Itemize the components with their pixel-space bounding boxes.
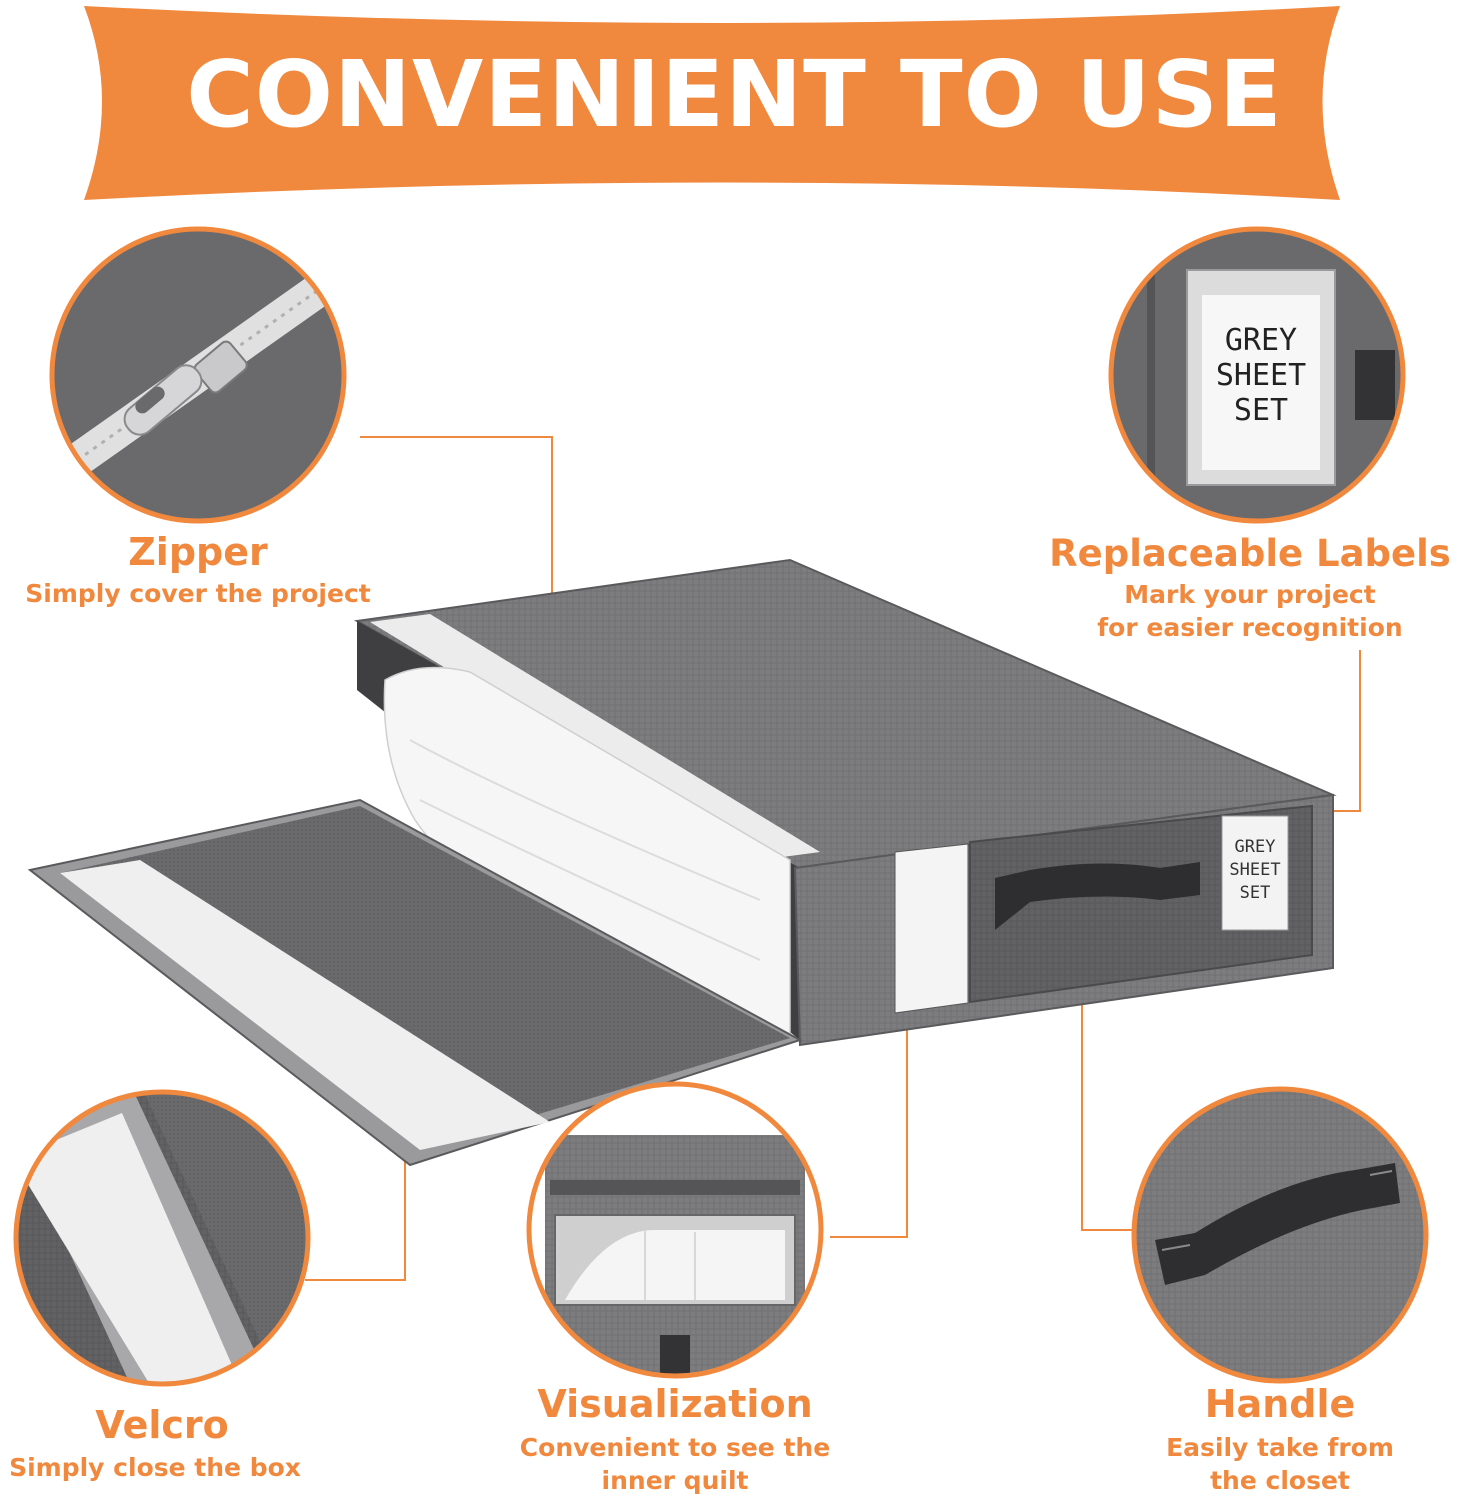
zipper-pull-icon	[123, 340, 248, 436]
handle-subtitle-line2: the closet	[1210, 1466, 1350, 1495]
visualization-subtitle-line2: inner quilt	[601, 1466, 749, 1495]
label-card-text-3: SET	[1234, 393, 1288, 428]
label-card-text-small-2: SHEET	[1229, 860, 1280, 880]
label-card-text-small-1: GREY	[1235, 837, 1276, 857]
label-card-icon: GREY SHEET SET	[1186, 269, 1336, 486]
velcro-detail-circle	[13, 1089, 311, 1387]
zipper-title: Zipper	[128, 530, 268, 574]
label-card-text-2: SHEET	[1216, 358, 1306, 393]
labels-subtitle-line1: Mark your project	[1124, 580, 1376, 609]
visualization-subtitle-line1: Convenient to see the	[519, 1433, 831, 1462]
handle-icon	[1155, 1163, 1400, 1285]
labels-subtitle-line2: for easier recognition	[1097, 613, 1403, 642]
window-icon	[554, 1214, 796, 1306]
visualization-detail-circle	[526, 1081, 824, 1379]
handle-title: Handle	[1204, 1382, 1356, 1426]
handle-detail-circle	[1131, 1086, 1429, 1384]
label-detail-circle: GREY SHEET SET	[1108, 226, 1406, 524]
labels-title: Replaceable Labels	[1049, 532, 1451, 575]
velcro-strip-icon	[16, 1092, 272, 1384]
handle-subtitle-line1: Easily take from	[1166, 1433, 1394, 1462]
zipper-detail-circle	[49, 226, 347, 524]
velcro-title: Velcro	[95, 1403, 229, 1447]
label-card-text-1: GREY	[1225, 323, 1297, 358]
label-card-text-small-3: SET	[1240, 883, 1271, 903]
visualization-title: Visualization	[537, 1382, 813, 1426]
velcro-subtitle: Simply close the box	[9, 1453, 301, 1482]
title-banner	[84, 6, 1340, 200]
zipper-subtitle: Simply cover the project	[25, 579, 371, 608]
banner-title: CONVENIENT TO USE	[186, 41, 1283, 148]
